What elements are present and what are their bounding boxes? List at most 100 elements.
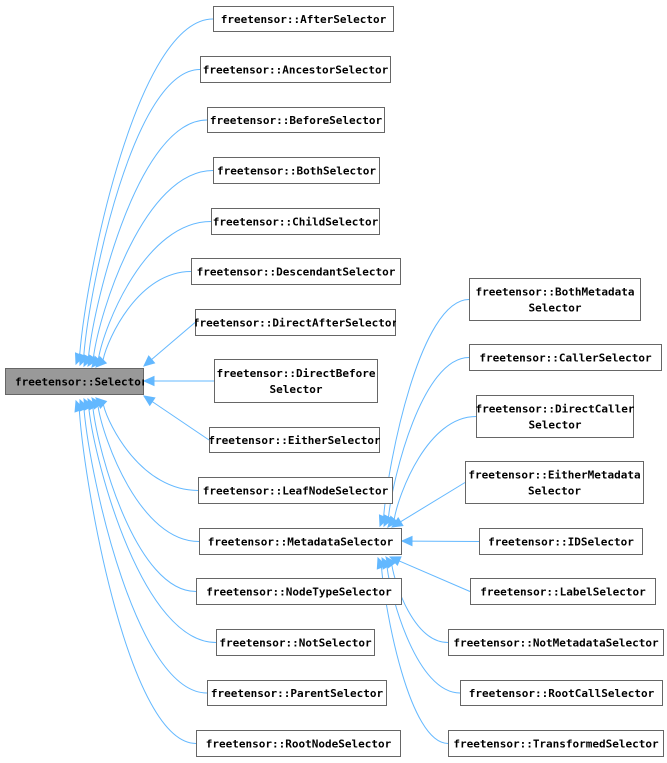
node-label: freetensor::NotMetadataSelector	[453, 637, 659, 650]
node-direct-after-selector[interactable]: freetensor::DirectAfterSelector	[193, 309, 399, 336]
edge-direct-caller-selector-to-metadata-selector	[387, 416, 477, 528]
node-label: freetensor::NodeTypeSelector	[206, 586, 392, 599]
node-label: freetensor::LeafNodeSelector	[203, 485, 389, 498]
edge-parent-selector-to-selector	[79, 398, 208, 694]
node-label: freetensor::NotSelector	[219, 637, 372, 650]
node-node-type-selector[interactable]: freetensor::NodeTypeSelector	[196, 578, 402, 605]
edge-caller-selector-to-metadata-selector	[383, 357, 470, 528]
node-label: freetensor::Selector	[15, 376, 148, 389]
node-label: freetensor::BothSelector	[217, 165, 376, 178]
node-box	[479, 528, 643, 555]
node-metadata-selector[interactable]: freetensor::MetadataSelector	[199, 528, 402, 555]
node-label: freetensor::TransformedSelector	[453, 738, 659, 751]
arrow-head	[143, 355, 156, 367]
node-label: freetensor::RootNodeSelector	[206, 738, 392, 751]
node-box	[209, 427, 380, 453]
node-box	[198, 477, 393, 504]
node-label: freetensor::DescendantSelector	[197, 266, 396, 279]
node-after-selector[interactable]: freetensor::AfterSelector	[213, 6, 394, 32]
node-label: freetensor::AncestorSelector	[203, 64, 389, 77]
node-label: freetensor::AfterSelector	[221, 13, 387, 26]
edge-direct-before-selector-to-selector	[142, 375, 214, 387]
node-label: freetensor::EitherSelector	[208, 434, 381, 447]
edge-before-selector-to-selector	[83, 119, 208, 368]
node-both-selector[interactable]: freetensor::BothSelector	[213, 157, 380, 184]
edge-root-node-selector-to-selector	[74, 399, 197, 744]
node-box	[469, 344, 662, 371]
node-box	[196, 578, 402, 605]
node-label-selector[interactable]: freetensor::LabelSelector	[470, 578, 656, 605]
node-box	[191, 258, 401, 285]
node-box	[213, 157, 380, 184]
node-box	[476, 395, 634, 438]
node-either-selector[interactable]: freetensor::EitherSelector	[208, 427, 381, 453]
edge-leaf-node-selector-to-selector	[95, 397, 199, 491]
arrow-head	[74, 399, 85, 413]
arrow-head	[400, 535, 413, 547]
node-label: freetensor::ChildSelector	[213, 216, 379, 229]
node-not-selector[interactable]: freetensor::NotSelector	[216, 629, 375, 656]
diagram-nodes: freetensor::Selector freetensor::AfterSel…	[5, 6, 664, 757]
node-idselector[interactable]: freetensor::IDSelector	[479, 528, 643, 555]
node-label: freetensor::IDSelector	[488, 536, 634, 549]
edge-ancestor-selector-to-selector	[79, 69, 201, 367]
edge-not-selector-to-selector	[83, 397, 217, 643]
node-root-call-selector[interactable]: freetensor::RootCallSelector	[460, 680, 663, 706]
arrow-head	[142, 375, 155, 387]
node-descendant-selector[interactable]: freetensor::DescendantSelector	[191, 258, 401, 285]
node-box	[214, 359, 378, 403]
arrow-head	[142, 395, 156, 407]
node-box	[470, 578, 656, 605]
node-child-selector[interactable]: freetensor::ChildSelector	[211, 208, 380, 235]
arrow-head	[390, 517, 404, 528]
node-parent-selector[interactable]: freetensor::ParentSelector	[207, 680, 387, 706]
node-box	[460, 680, 663, 706]
edge-either-selector-to-selector	[142, 395, 210, 441]
node-box	[196, 730, 401, 757]
node-label: freetensor::LabelSelector	[480, 586, 646, 599]
node-leaf-node-selector[interactable]: freetensor::LeafNodeSelector	[198, 477, 393, 504]
node-transformed-selector[interactable]: freetensor::TransformedSelector	[448, 730, 664, 757]
diagram-edges	[74, 18, 480, 744]
edge-descendant-selector-to-selector	[95, 271, 192, 368]
node-root-node-selector[interactable]: freetensor::RootNodeSelector	[196, 730, 401, 757]
arrow-head	[95, 355, 108, 368]
node-selector[interactable]: freetensor::Selector	[5, 368, 148, 395]
node-not-metadata-selector[interactable]: freetensor::NotMetadataSelector	[448, 629, 664, 656]
node-box	[5, 368, 144, 395]
arrow-head	[376, 556, 387, 570]
node-box	[448, 629, 664, 656]
node-box	[207, 107, 385, 133]
node-label: freetensor::BeforeSelector	[210, 114, 383, 127]
arrow-head	[383, 514, 394, 528]
node-box	[207, 680, 387, 706]
node-caller-selector[interactable]: freetensor::CallerSelector	[469, 344, 662, 371]
node-box	[213, 6, 394, 32]
edge-idselector-to-metadata-selector	[400, 535, 480, 547]
edge-direct-after-selector-to-selector	[143, 322, 196, 367]
node-ancestor-selector[interactable]: freetensor::AncestorSelector	[200, 56, 391, 83]
node-label: freetensor::RootCallSelector	[469, 687, 655, 700]
node-label: freetensor::ParentSelector	[211, 687, 384, 700]
node-before-selector[interactable]: freetensor::BeforeSelector	[207, 107, 385, 133]
node-box	[200, 56, 391, 83]
node-label: freetensor::MetadataSelector	[208, 536, 394, 549]
node-box	[195, 309, 396, 336]
edge-either-metadata-selector-to-metadata-selector	[390, 482, 466, 528]
node-label: freetensor::DirectAfterSelector	[193, 317, 399, 330]
node-box	[199, 528, 402, 555]
arrow-head	[387, 515, 399, 528]
node-box	[211, 208, 380, 235]
node-box	[469, 278, 641, 321]
node-label: freetensor::CallerSelector	[479, 352, 652, 365]
node-box	[465, 461, 644, 504]
